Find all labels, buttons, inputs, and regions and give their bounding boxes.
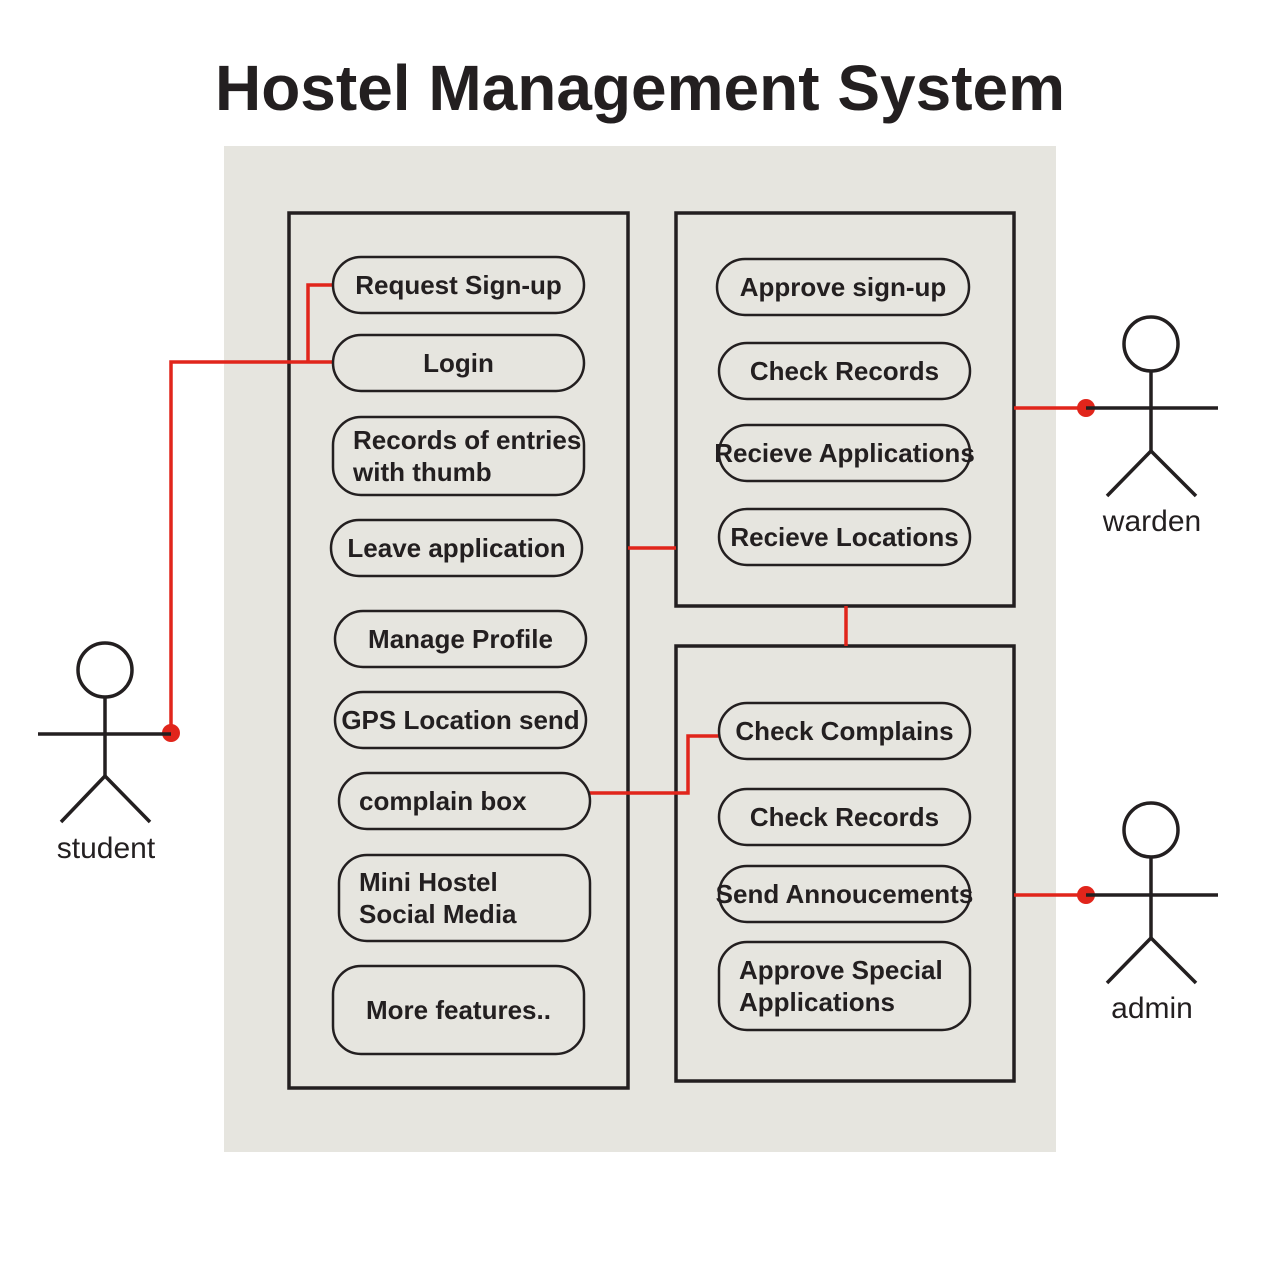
use-case-label: Manage Profile [368,624,553,654]
use-case-label: Request Sign-up [355,270,562,300]
student-head [76,641,134,699]
use-case-pill [717,787,972,847]
use-case-pill [715,257,971,317]
warden-head [1122,315,1180,373]
use-case-student-leave-application: Leave application [329,518,584,578]
use-case-label: Login [423,348,494,378]
student-left-leg [59,774,107,824]
use-case-pill [717,701,972,761]
admin-right-leg [1149,936,1198,985]
student-panel [287,211,630,1090]
use-case-label: complain box [359,786,527,816]
admin-head [1122,801,1180,859]
student-right-leg [103,774,152,824]
login-to-signup-link [306,283,333,362]
student-actor: student [38,641,171,865]
student-label: student [57,832,156,865]
use-case-pill [717,507,972,567]
use-case-label: Applications [739,987,895,1017]
use-case-label: Send Annoucements [716,879,974,909]
warden-right-leg [1149,449,1198,498]
use-case-pill [717,940,972,1032]
warden-label: warden [1102,505,1201,538]
use-case-label: with thumb [352,457,492,487]
use-case-label: Leave application [347,533,565,563]
student-to-login-link [169,360,333,733]
use-case-label: Check Records [750,356,939,386]
complain-box-to-check-complains-link [577,734,730,795]
use-case-admin-check-records: Check Records [717,787,972,847]
use-case-student-manage-profile: Manage Profile [333,609,588,669]
use-case-student-gps-location-send: GPS Location send [333,690,588,750]
use-case-warden-approve-sign-up: Approve sign-up [715,257,971,317]
use-case-pill [717,341,972,401]
use-case-admin-send-annoucements: Send Annoucements [716,864,974,924]
use-case-label: GPS Location send [341,705,579,735]
use-case-pill [331,415,586,497]
use-case-pill [717,864,972,924]
use-case-pill [337,771,592,831]
use-case-label: Check Complains [735,716,953,746]
warden-left-leg [1105,449,1153,498]
use-case-pill [331,333,586,393]
use-case-label: Records of entries [353,425,581,455]
use-case-warden-recieve-applications: Recieve Applications [714,423,975,483]
use-case-label: Check Records [750,802,939,832]
use-case-warden-recieve-locations: Recieve Locations [717,507,972,567]
admin-left-leg [1105,936,1153,985]
use-case-pill [333,690,588,750]
use-case-student-login: Login [331,333,586,393]
use-case-pill [333,609,588,669]
use-case-student-request-sign-up: Request Sign-up [331,255,586,315]
use-case-pill [337,853,592,943]
use-case-admin-check-complains: Check Complains [717,701,972,761]
use-case-pill [331,964,586,1056]
warden-actor: warden [1086,315,1218,538]
use-case-student-more-features: More features.. [331,964,586,1056]
use-case-label: Approve Special [739,955,943,985]
use-case-label: Approve sign-up [740,272,947,302]
use-case-pill [717,423,972,483]
use-case-label: Recieve Applications [714,438,975,468]
use-case-pill [331,255,586,315]
use-case-label: Mini Hostel [359,867,498,897]
diagram-title: Hostel Management System [215,52,1065,124]
use-case-label: More features.. [366,995,551,1025]
use-case-label: Social Media [359,899,517,929]
use-case-pill [329,518,584,578]
use-case-student-complain-box: complain box [337,771,592,831]
use-case-label: Recieve Locations [730,522,958,552]
admin-label: admin [1111,992,1193,1025]
use-case-warden-check-records: Check Records [717,341,972,401]
admin-actor: admin [1086,801,1218,1025]
